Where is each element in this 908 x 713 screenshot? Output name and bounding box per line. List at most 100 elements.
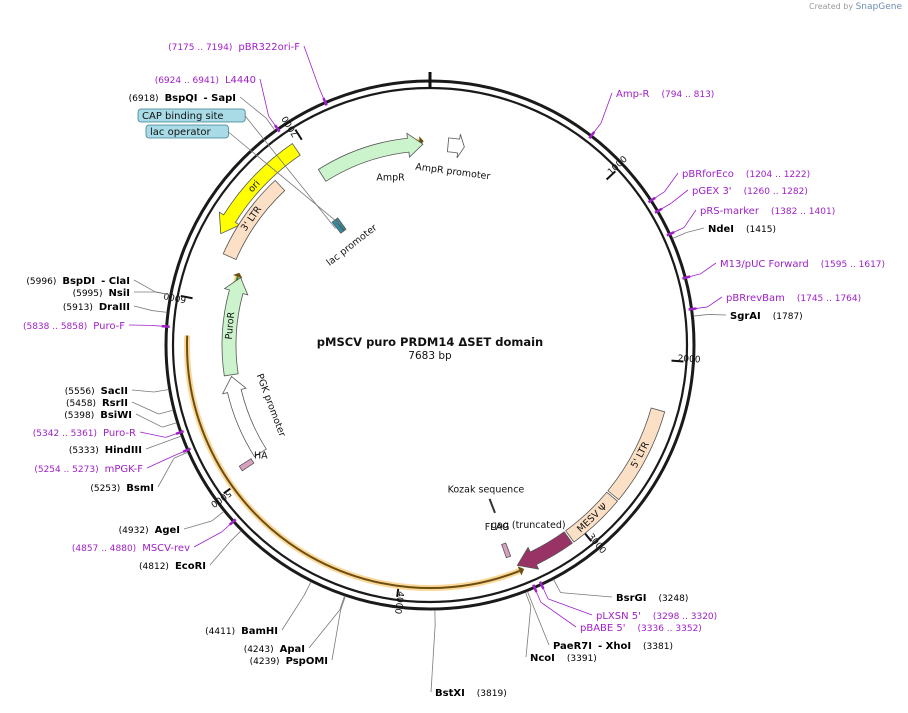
primer-site-amp-r[interactable]: Amp-R(794 .. 813) (588, 89, 714, 140)
site-label: (4812)EcoRI (139, 561, 206, 572)
site-label-part: PspOMI (286, 656, 328, 667)
feature-ampr[interactable] (317, 132, 424, 182)
enzyme-site-nsii[interactable]: (5995)NsiI (73, 288, 170, 299)
site-leader-stub (162, 422, 177, 428)
enzyme-site-ndei[interactable]: NdeI(1415) (672, 224, 776, 239)
primer-mark (538, 581, 545, 590)
primer-site-puro-r[interactable]: (5342 .. 5361)Puro-R (33, 428, 185, 439)
boxed-label-leader (228, 131, 341, 226)
primer-site-plxsn-5[interactable]: pLXSN 5'(3298 .. 3320) (538, 581, 717, 622)
plasmid-size: 7683 bp (408, 350, 452, 362)
feature-ori[interactable] (218, 142, 301, 235)
enzyme-site-sgrai[interactable]: SgrAI(1787) (693, 311, 803, 322)
feature-5-ltr[interactable] (607, 407, 666, 501)
enzyme-site-draiii[interactable]: (5913)DraIII (63, 302, 168, 313)
site-label-part: (3819) (477, 689, 507, 699)
site-label-part: PaeR7I (553, 641, 592, 652)
primer-site-mscv-rev[interactable]: (4857 .. 4880)MSCV-rev (72, 518, 237, 554)
site-leader-stub (553, 579, 561, 593)
primer-site-mpgk-f[interactable]: (5254 .. 5273)mPGK-F (34, 447, 191, 475)
site-leader (133, 279, 156, 293)
site-label-part: BstXI (435, 688, 465, 699)
site-leader-stub (672, 232, 687, 239)
enzyme-site-apai[interactable]: (4243)ApaI (244, 595, 345, 655)
primer-mark (682, 275, 691, 280)
boxed-label-leader (244, 115, 336, 229)
feature-lac-promoter[interactable] (331, 219, 345, 234)
site-label: (4411)BamHI (205, 626, 278, 637)
site-label-part: pBABE 5' (580, 623, 626, 634)
primer-site-prs-marker[interactable]: pRS-marker(1382 .. 1401) (666, 206, 835, 237)
primer-site-pbrforeco[interactable]: pBRforEco(1204 .. 1222) (647, 169, 810, 204)
primer-site-m13-puc-forward[interactable]: M13/pUC Forward(1595 .. 1617) (682, 259, 885, 280)
site-label-part: (4239) (250, 657, 280, 667)
primer-site-l4440[interactable]: (6924 .. 6941)L4440 (155, 75, 281, 133)
site-label: BsrGI(3248) (616, 593, 688, 604)
feature-ampr-promoter[interactable] (446, 134, 465, 159)
tick-label: 2000 (677, 354, 701, 365)
primer-mark (588, 131, 596, 140)
site-leader (193, 531, 222, 548)
primer-mark (654, 207, 663, 214)
site-leader (183, 520, 213, 530)
site-leader-stub (166, 435, 182, 442)
feature-gag-truncated[interactable] (516, 531, 573, 570)
site-leader-stub (158, 409, 174, 415)
boxed-label-lac-operator[interactable]: lac operator (145, 124, 341, 226)
enzyme-site-bsiwi[interactable]: (5398)BsiWI (64, 410, 177, 428)
site-label-part: BspDI (62, 276, 95, 287)
boxed-label-cap-binding-site[interactable]: CAP binding site (137, 108, 336, 229)
enzyme-site-bamhi[interactable]: (4411)BamHI (205, 581, 312, 637)
snapgene-credit: Created by SnapGene (809, 2, 902, 12)
feature-puror[interactable] (221, 277, 249, 377)
primer-mark (175, 429, 185, 435)
site-label: (5458)RsrII (66, 398, 128, 409)
enzyme-site-hindiii[interactable]: (5333)HindIII (69, 435, 182, 456)
enzyme-site-agei[interactable]: (4932)AgeI (119, 511, 225, 536)
site-leader (209, 541, 231, 566)
site-leader (525, 606, 532, 658)
primer-site-pbr322ori-f[interactable]: (7175 .. 7194)pBR322ori-F (168, 42, 328, 106)
enzyme-site-ncoi[interactable]: NcoI(3391) (525, 592, 597, 664)
enzyme-site-bstxi[interactable]: BstXI (3819) (430, 609, 507, 699)
site-leader-stub (339, 595, 345, 611)
enzyme-site-bspqi[interactable]: (6918)BspQI- SapI (129, 93, 276, 131)
primer-site-puro-f[interactable]: (5838 .. 5858)Puro-F (23, 321, 170, 332)
enzyme-site-sacii[interactable]: (5556)SacII (65, 386, 169, 397)
site-leader-stub (153, 389, 169, 393)
primer-mark (182, 447, 191, 453)
site-label: (4239) PspOMI (250, 656, 328, 667)
orf-arrowhead (517, 566, 525, 576)
site-label-part: pGEX 3' (692, 186, 732, 197)
enzyme-site-bsmi[interactable]: (5253)BsmI (90, 451, 188, 494)
feature-flag[interactable] (501, 542, 512, 559)
enzyme-site-bsrgi[interactable]: BsrGI(3248) (553, 579, 689, 604)
feature-pgk-promoter[interactable] (221, 375, 267, 458)
feature-3-ltr[interactable] (222, 179, 286, 261)
site-label-part: Amp-R (616, 89, 650, 100)
feature-lac-operator[interactable] (335, 217, 347, 232)
enzyme-site-pspomi[interactable]: (4239) PspOMI (250, 595, 346, 667)
site-leader (281, 594, 305, 631)
feature-mesv[interactable] (565, 491, 619, 543)
site-label-part: (5254 .. 5273) (34, 465, 98, 475)
site-leader (600, 92, 613, 124)
site-label-part: (3248) (658, 594, 688, 604)
primer-site-pgex-3[interactable]: pGEX 3'(1260 .. 1282) (654, 186, 808, 214)
enzyme-site-ecori[interactable]: (4812)EcoRI (139, 530, 242, 572)
feature-ha[interactable] (238, 458, 255, 472)
site-label: Amp-R(794 .. 813) (616, 89, 714, 100)
site-label-part: (4243) (244, 645, 274, 655)
enzyme-site-paer7i[interactable]: PaeR7I- XhoI(3381) (527, 591, 673, 652)
primer-site-pbabe-5[interactable]: pBABE 5'(3336 .. 3352) (532, 584, 702, 634)
site-leader (259, 78, 270, 117)
site-label-part: (4857 .. 4880) (72, 544, 136, 554)
feature-label-ampr: AmpR (376, 173, 405, 184)
site-label-part: (5342 .. 5361) (33, 429, 97, 439)
enzyme-site-rsrii[interactable]: (5458)RsrII (66, 398, 174, 415)
site-label-part: SacII (101, 386, 128, 397)
site-label-part: (5458) (66, 399, 96, 409)
site-label-part: pLXSN 5' (596, 611, 641, 622)
primer-site-pbrrevbam[interactable]: pBRrevBam(1745 .. 1764) (688, 293, 862, 311)
site-leader (430, 624, 436, 693)
